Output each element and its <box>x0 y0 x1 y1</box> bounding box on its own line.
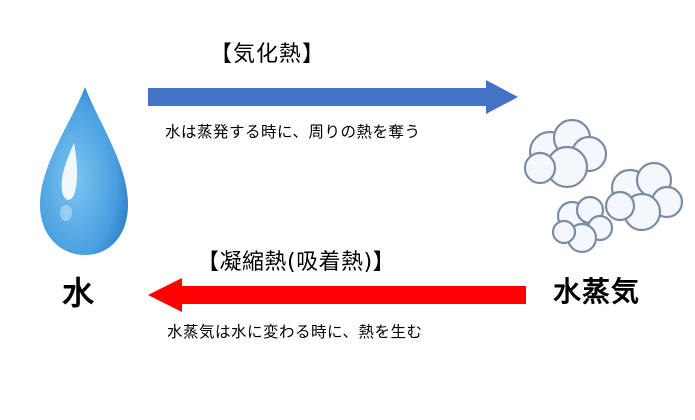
cloud-2 <box>604 161 684 232</box>
water-label: 水 <box>62 274 95 312</box>
arrow-bottom-head <box>148 278 182 312</box>
drop-highlight <box>61 143 77 200</box>
steam-cloud-icon <box>523 118 684 254</box>
condensation-heat-title: 【凝縮熱(吸着熱)】 <box>197 250 396 275</box>
drop-highlight-dot <box>60 205 72 221</box>
water-vapor-label: 水蒸気 <box>553 275 641 308</box>
arrow-water-to-vapor <box>148 80 518 114</box>
drop-body <box>40 87 128 255</box>
cloud-1 <box>523 118 608 189</box>
arrow-bottom-shaft <box>180 286 526 304</box>
arrow-vapor-to-water <box>148 278 526 312</box>
evaporation-description: 水は蒸発する時に、周りの熱を奪う <box>165 123 421 141</box>
evaporation-heat-title: 【気化熱】 <box>210 42 326 67</box>
arrow-top-shaft <box>148 88 488 106</box>
water-drop-icon <box>40 87 128 255</box>
arrow-top-head <box>486 80 518 114</box>
cloud-3 <box>551 195 614 254</box>
condensation-description: 水蒸気は水に変わる時に、熱を生む <box>167 323 423 341</box>
